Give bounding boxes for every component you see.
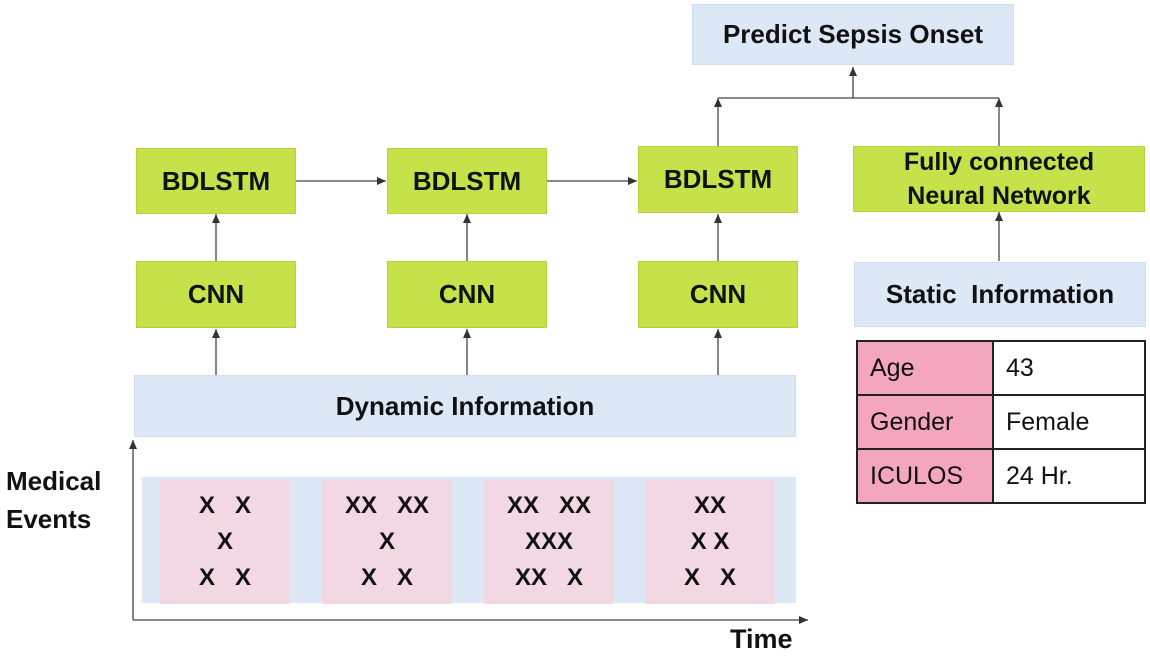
table-value: 24 Hr. <box>992 448 1146 504</box>
bdlstm-box-1: BDLSTM <box>136 148 296 214</box>
bdlstm-box-2: BDLSTM <box>387 148 547 214</box>
cnn-box-1: CNN <box>136 261 296 328</box>
event-row: X <box>378 528 395 555</box>
event-row: X X <box>683 564 737 591</box>
cnn-label-3: CNN <box>689 279 747 309</box>
static-info-table: Age 43 Gender Female ICULOS 24 Hr. <box>856 340 1146 504</box>
table-key: Gender <box>856 394 994 450</box>
dynamic-information-box: Dynamic Information <box>134 375 796 437</box>
table-key: Age <box>856 340 994 396</box>
medical-events-label: Medical Events <box>6 462 101 538</box>
table-row: Gender Female <box>856 394 1146 450</box>
event-row: X X <box>360 564 414 591</box>
bdlstm-label-3: BDLSTM <box>663 164 773 194</box>
event-row: X X <box>198 492 252 519</box>
fc-label-line2: Neural Network <box>907 182 1091 210</box>
event-row: X X <box>198 564 252 591</box>
event-row: XX <box>693 492 726 519</box>
cnn-label-1: CNN <box>187 279 245 309</box>
event-row: XX XX <box>344 492 430 519</box>
predict-sepsis-onset-box: Predict Sepsis Onset <box>692 4 1014 65</box>
fully-connected-nn-box: Fully connected Neural Network <box>853 146 1145 212</box>
medical-events-line2: Events <box>6 504 92 534</box>
fc-label-line1: Fully connected <box>903 148 1095 176</box>
cnn-box-3: CNN <box>638 261 798 328</box>
table-row: ICULOS 24 Hr. <box>856 448 1146 504</box>
event-group-2: XX XX X X X <box>322 480 452 604</box>
predict-sepsis-onset-label: Predict Sepsis Onset <box>722 19 984 49</box>
event-row: XX X <box>514 564 584 591</box>
bdlstm-label-2: BDLSTM <box>412 165 522 196</box>
table-key: ICULOS <box>856 448 994 504</box>
event-group-3: XX XX XXX XX X <box>484 480 614 604</box>
table-value: 43 <box>992 340 1146 396</box>
cnn-label-2: CNN <box>438 279 496 309</box>
event-row: XXX <box>524 528 574 555</box>
event-row: XX XX <box>506 492 592 519</box>
medical-events-line1: Medical <box>6 466 102 496</box>
dynamic-information-label: Dynamic Information <box>335 390 595 421</box>
event-group-1: X X X X X <box>160 480 290 604</box>
cnn-box-2: CNN <box>387 261 547 328</box>
bdlstm-box-3: BDLSTM <box>638 146 798 213</box>
table-row: Age 43 <box>856 340 1146 396</box>
bdlstm-label-1: BDLSTM <box>161 165 271 196</box>
static-information-box: Static Information <box>854 262 1146 327</box>
event-group-4: XX X X X X <box>645 480 775 604</box>
table-value: Female <box>992 394 1146 450</box>
event-row: X X <box>690 528 730 555</box>
time-axis-label: Time <box>730 624 793 654</box>
event-row: X <box>216 528 233 555</box>
static-information-label: Static Information <box>885 279 1115 309</box>
